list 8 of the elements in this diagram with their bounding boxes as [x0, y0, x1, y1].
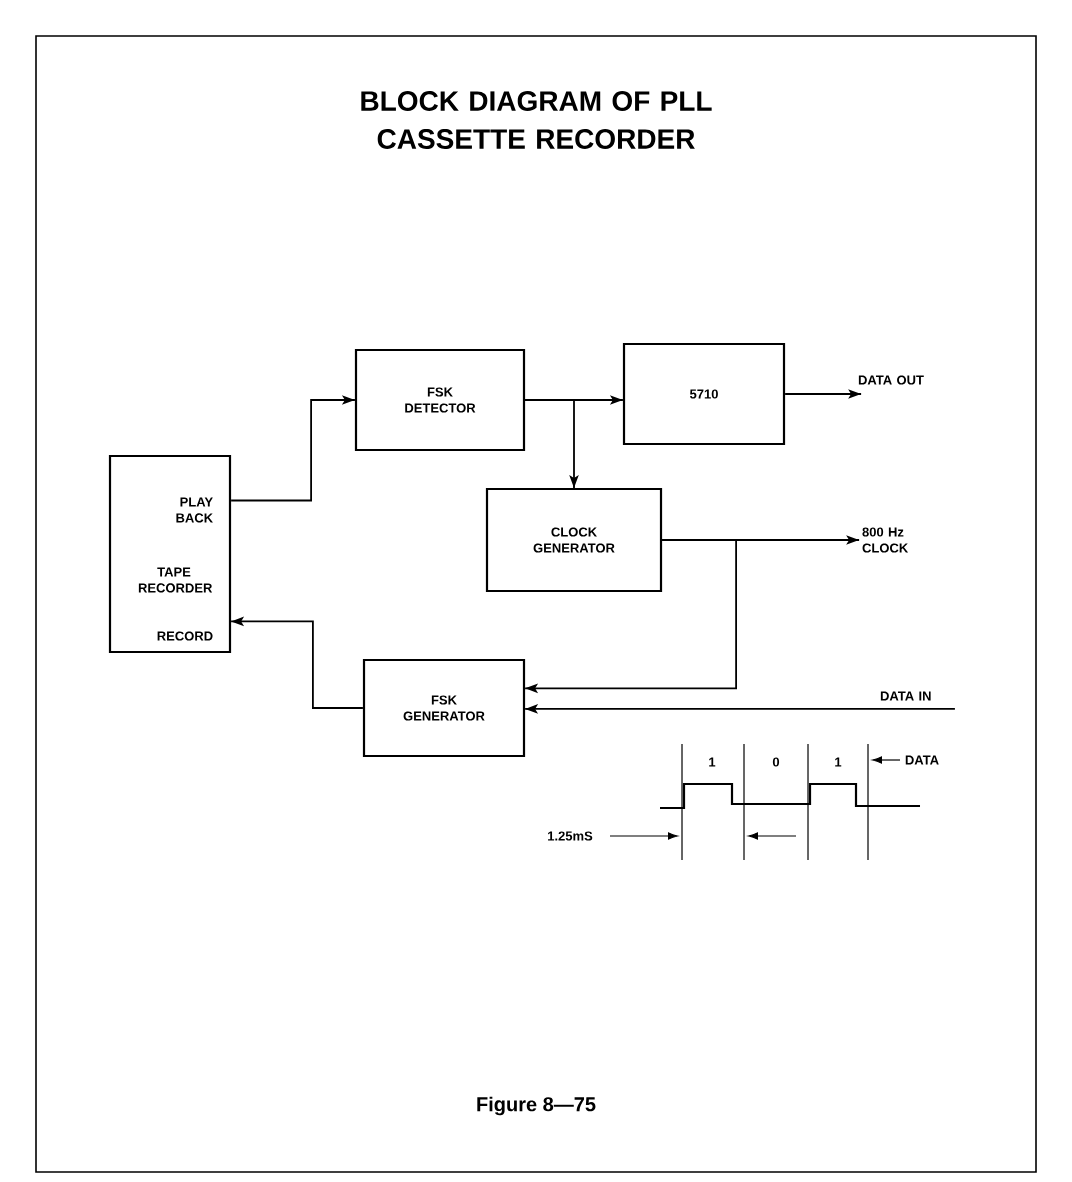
arrow [524, 399, 579, 489]
title: BLOCK DIAGRAM OF PLL CASSETTE RECORDER [361, 91, 712, 149]
arrow [784, 389, 862, 399]
arrow [230, 616, 364, 709]
caption: Figure 8—75 [477, 1096, 596, 1116]
arrow [524, 539, 737, 694]
arrow [230, 395, 356, 502]
arrow [524, 704, 956, 714]
